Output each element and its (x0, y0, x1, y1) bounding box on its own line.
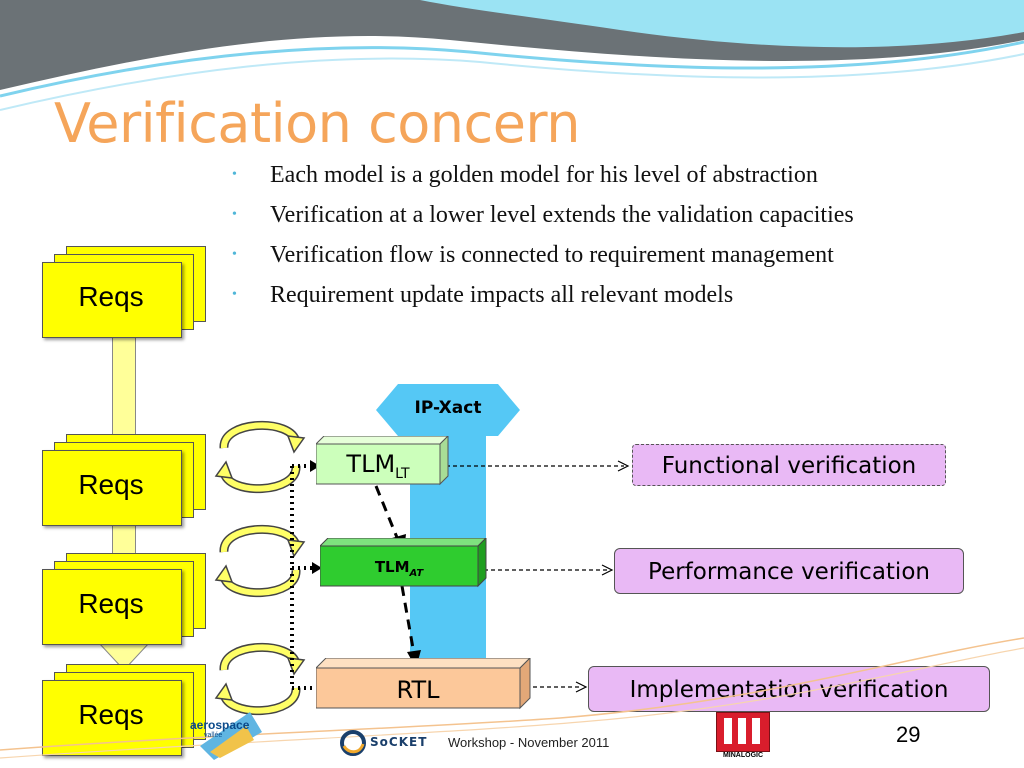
tlm-at-label: TLMAT (320, 558, 478, 579)
minalogic-logo-text: MINALOGIC (722, 752, 764, 759)
bullet-list: • Each model is a golden model for his le… (230, 158, 990, 318)
bullet-text: Verification at a lower level extends th… (270, 202, 854, 228)
bullet-dot-icon: • (232, 247, 237, 262)
socket-logo: SoCKET (338, 728, 442, 758)
reqs-stack-at: Reqs (42, 553, 212, 645)
tlm-lt-label: TLMLT (316, 450, 440, 482)
bullet-dot-icon: • (232, 287, 237, 302)
tlm-at-box-shape (320, 538, 487, 588)
aerospace-logo-text: aerospace (190, 718, 250, 732)
bullet-item: • Verification at a lower level extends t… (230, 198, 990, 232)
reqs-label: Reqs (78, 469, 144, 500)
page-number: 29 (896, 722, 921, 747)
footer-wave-decoration (0, 637, 1024, 759)
minalogic-logo: MINALOGIC (716, 712, 770, 762)
tlm-lt-sub: LT (395, 465, 410, 482)
slide-title: Verification concern (54, 92, 580, 155)
bullet-dot-icon: • (232, 207, 237, 222)
bullet-text: Each model is a golden model for his lev… (270, 162, 818, 188)
bullet-dot-icon: • (232, 167, 237, 182)
socket-logo-text: SoCKET (370, 735, 428, 749)
bullet-item: • Verification flow is connected to requi… (230, 238, 990, 272)
tlm-lt-box-shape (316, 436, 449, 486)
header-wave-decoration (0, 0, 1024, 111)
reqs-stack-rtl: Reqs (42, 664, 212, 756)
reqs-label: Reqs (78, 588, 144, 619)
aerospace-valley-logo: aerospace vallée (190, 706, 266, 762)
socket-logo-swirl-icon (340, 730, 366, 756)
footer-text: Workshop - November 2011 (448, 735, 610, 750)
cycle-arrows-icon (214, 421, 306, 493)
cycle-arrows-icon (214, 525, 306, 597)
bullet-text: Verification flow is connected to requir… (270, 242, 834, 268)
reqs-stack-lt: Reqs (42, 434, 212, 526)
rtl-box-shape (316, 658, 531, 710)
bullet-text: Requirement update impacts all relevant … (270, 282, 734, 308)
ipxact-label: IP-Xact (414, 398, 482, 418)
cycle-arrows-icon (214, 643, 306, 715)
reqs-label: Reqs (78, 699, 144, 730)
tlm-lt-base: TLM (346, 450, 396, 478)
reqs-stack-top: Reqs (42, 246, 212, 338)
tlm-at-sub: AT (409, 568, 424, 579)
ipxact-hexagon (376, 384, 520, 436)
bullet-item: • Each model is a golden model for his le… (230, 158, 990, 192)
reqs-label: Reqs (78, 281, 144, 312)
bullet-item: • Requirement update impacts all relevant… (230, 278, 990, 312)
tlm-at-base: TLM (374, 558, 410, 576)
functional-verification-box: Functional verification (632, 444, 946, 486)
performance-verification-box: Performance verification (614, 548, 964, 594)
rtl-label: RTL (396, 676, 440, 704)
implementation-verification-box: Implementation verification (588, 666, 990, 712)
aerospace-logo-subtext: vallée (204, 732, 223, 739)
